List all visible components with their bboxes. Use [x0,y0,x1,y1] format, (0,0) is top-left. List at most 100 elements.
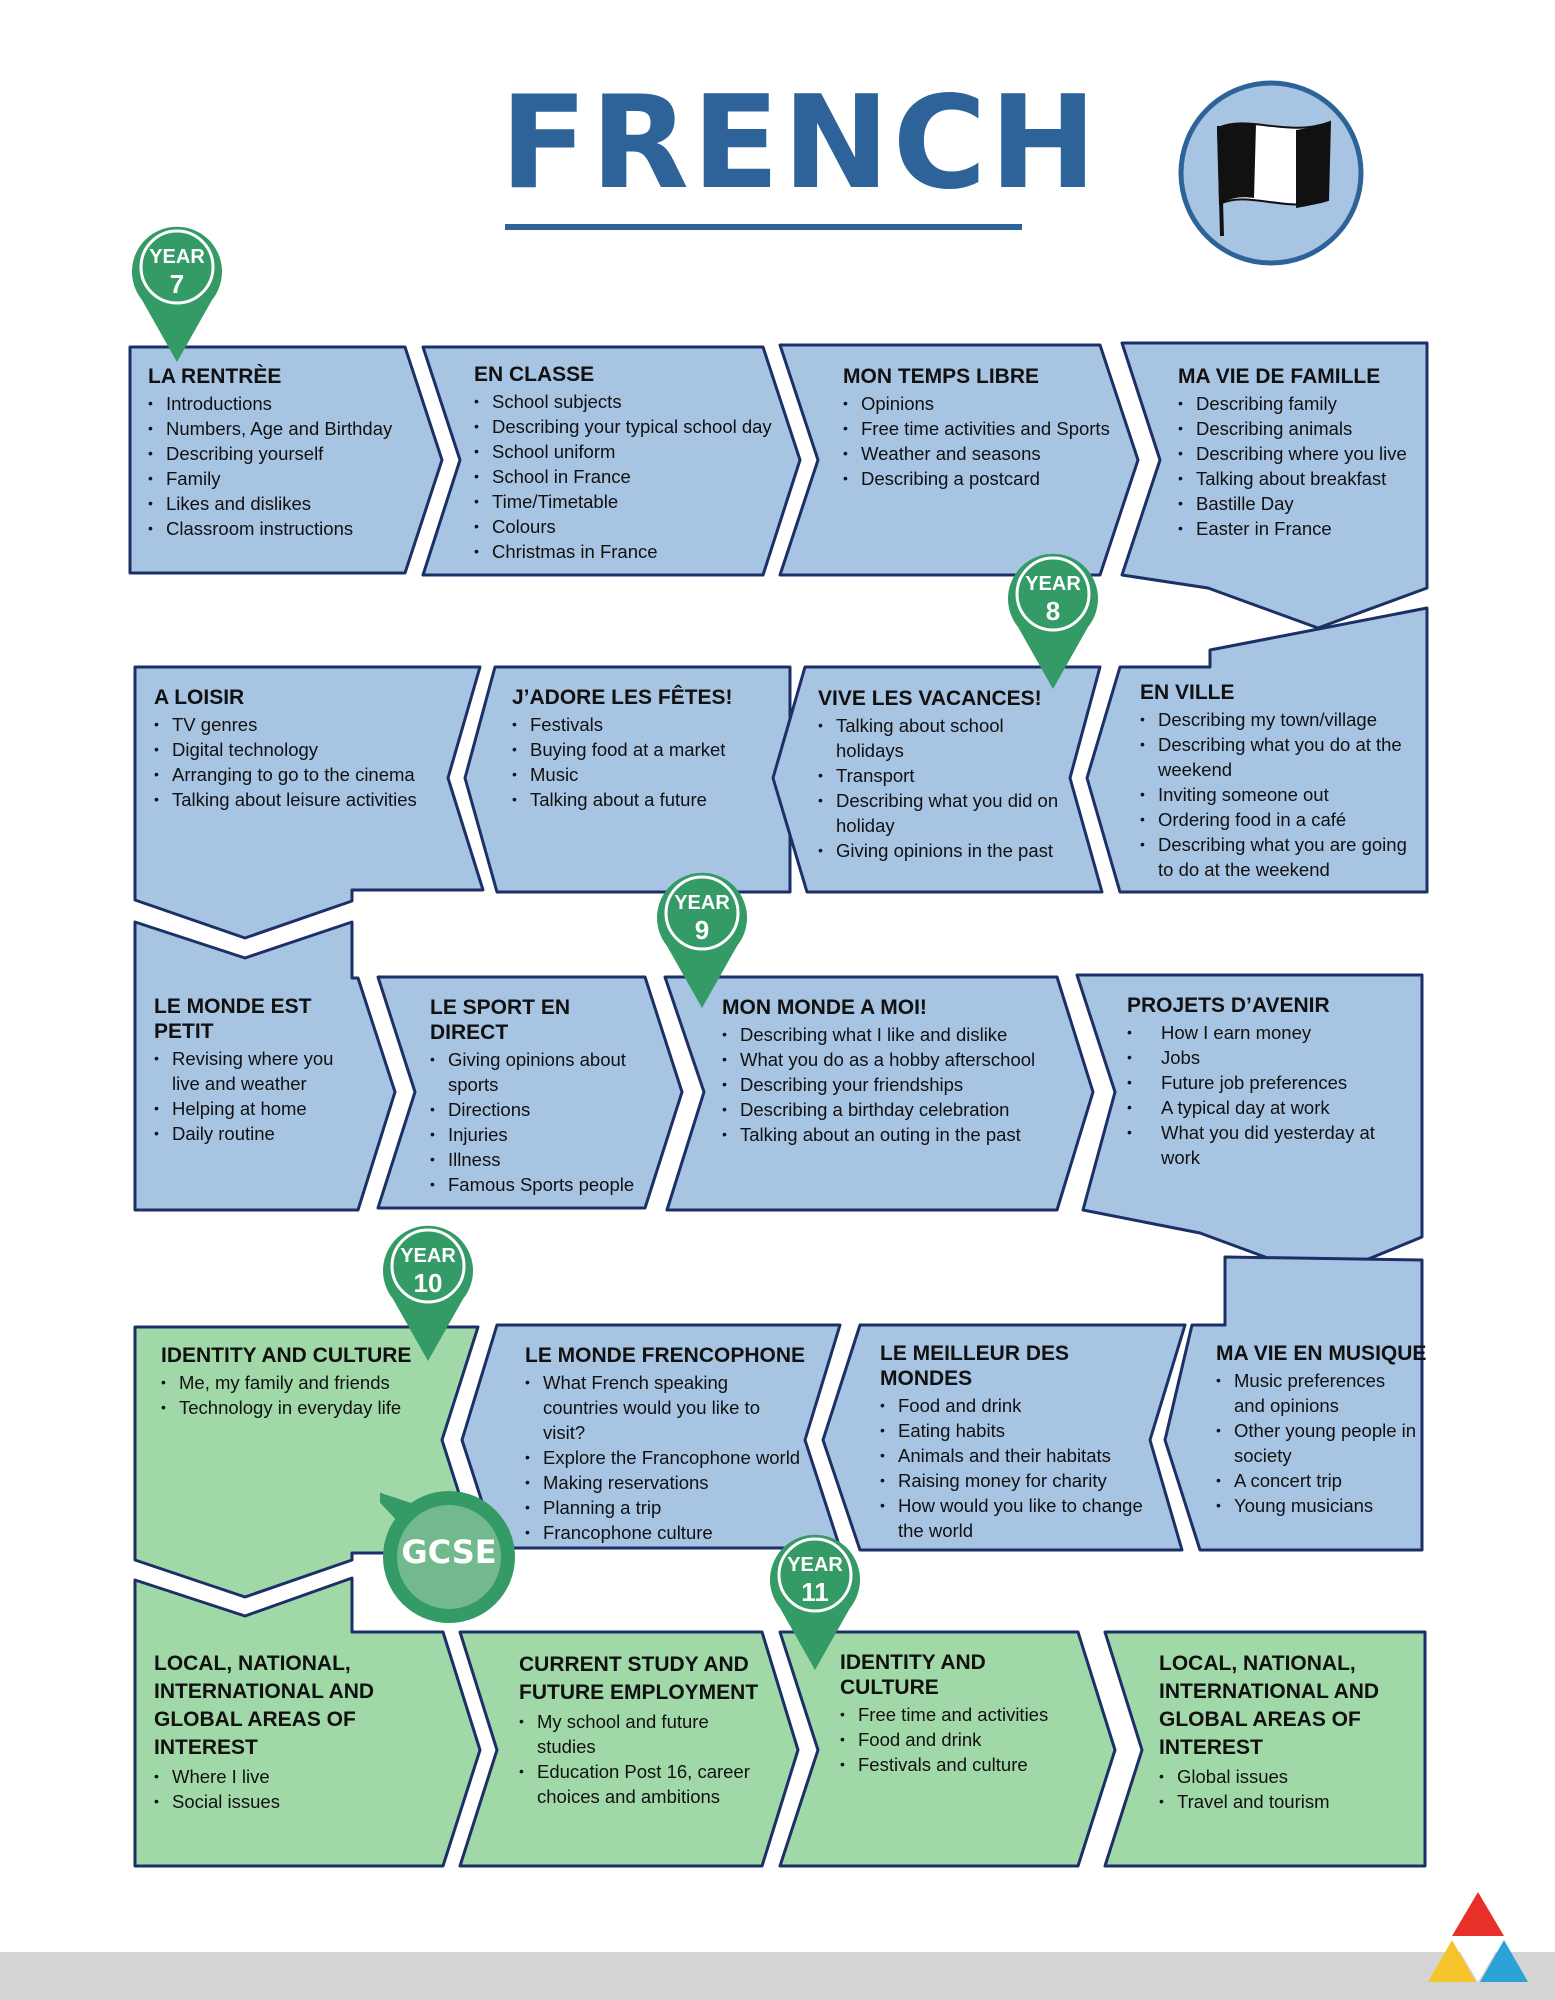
triangle-logo-icon [1428,1892,1528,1982]
topic-item: Describing a birthday celebration [722,1097,1062,1122]
topic-title: IDENTITY AND CULTURE [840,1651,986,1699]
topic-title: LA RENTRÈE [148,365,282,388]
topic-ma-vie-en-musique: MA VIE EN MUSIQUE Music preferences and … [1216,1341,1427,1518]
topic-item: Describing a postcard [843,466,1113,491]
topic-item: Other young people in society [1216,1418,1418,1468]
year-10-pin: YEAR 10 [381,1221,475,1361]
pin-word: YEAR [400,1245,456,1267]
topic-item: Opinions [843,391,1113,416]
map-pin-icon [383,1225,473,1361]
pin-number: 11 [801,1577,829,1607]
topic-item: How I earn money [1127,1020,1417,1045]
map-pin-icon [657,872,747,1008]
topic-item: Explore the Francophone world [525,1445,805,1470]
topic-item: Describing your typical school day [474,414,774,439]
year-8-pin: YEAR 8 [1006,549,1100,689]
topic-item: TV genres [154,712,454,737]
topic-title: MON TEMPS LIBRE [843,365,1040,388]
topic-a-loisir: A LOISIR TV genres Digital technology Ar… [154,685,454,812]
topic-en-classe: EN CLASSE School subjects Describing you… [474,362,774,564]
topic-item: Describing family [1178,391,1418,416]
topic-title: MA VIE EN MUSIQUE [1216,1342,1427,1365]
topic-item: Helping at home [154,1096,364,1121]
topic-item: Describing what you did on holiday [818,788,1076,838]
topic-mon-monde-a-moi: MON MONDE A MOI! Describing what I like … [722,995,1062,1147]
topic-title: LE MONDE EST PETIT [154,995,312,1043]
pin-number: 9 [694,915,710,945]
topic-item: A typical day at work [1127,1095,1417,1120]
topic-item: Free time activities and Sports [843,416,1113,441]
topic-title: A LOISIR [154,686,245,709]
year-7-pin: YEAR 7 [130,222,224,362]
topic-title: VIVE LES VACANCES! [818,687,1042,710]
topic-item: My school and future studies [519,1709,769,1759]
topic-item: Future job preferences [1127,1070,1417,1095]
topic-item: Young musicians [1216,1493,1418,1518]
topic-mon-temps-libre: MON TEMPS LIBRE Opinions Free time activ… [843,364,1113,491]
topic-item: Describing what I like and dislike [722,1022,1062,1047]
topic-item: Transport [818,763,1076,788]
topic-item: Describing what you are going to do at t… [1140,832,1412,882]
topic-current-study: CURRENT STUDY AND FUTURE EMPLOYMENT My s… [519,1651,769,1809]
topic-item: Talking about breakfast [1178,466,1418,491]
topic-item: Food and drink [880,1393,1150,1418]
topic-item: Giving opinions about sports [430,1047,650,1097]
page-title: FRENCH [500,69,1100,218]
topic-item: Describing yourself [148,441,438,466]
topic-item: Technology in everyday life [161,1395,451,1420]
topic-item: What French speaking countries would you… [525,1370,805,1445]
topic-item: Education Post 16, career choices and am… [519,1759,769,1809]
topic-la-rentree: LA RENTRÈE Introductions Numbers, Age an… [148,364,438,541]
topic-item: Easter in France [1178,516,1418,541]
topic-item: What you do as a hobby afterschool [722,1047,1062,1072]
topic-item: School subjects [474,389,774,414]
topic-item: Planning a trip [525,1495,805,1520]
topic-item: Animals and their habitats [880,1443,1150,1468]
topic-item: Talking about a future [512,787,772,812]
topic-title: CURRENT STUDY AND FUTURE EMPLOYMENT [519,1653,759,1704]
topic-en-ville: EN VILLE Describing my town/village Desc… [1140,680,1412,882]
topic-item: Travel and tourism [1159,1789,1399,1814]
topic-item: Daily routine [154,1121,364,1146]
topic-identity-culture-y10: IDENTITY AND CULTURE Me, my family and f… [161,1343,451,1420]
topic-item: Weather and seasons [843,441,1113,466]
topic-item: Music [512,762,772,787]
map-pin-icon [1008,553,1098,689]
map-pin-icon [770,1534,860,1670]
topic-le-monde-frencophone: LE MONDE FRENCOPHONE What French speakin… [525,1343,805,1545]
topic-item: Where I live [154,1764,454,1789]
gcse-badge: GCSE [380,1488,518,1626]
topic-item: School in France [474,464,774,489]
topic-item: Illness [430,1147,650,1172]
topic-item: Talking about leisure activities [154,787,454,812]
topic-local-national-y10: LOCAL, NATIONAL, INTERNATIONAL AND GLOBA… [154,1650,454,1814]
gcse-bubble-icon [380,1491,515,1623]
topic-item: Describing what you do at the weekend [1140,732,1412,782]
topic-item: Describing my town/village [1140,707,1412,732]
topic-item: Describing your friendships [722,1072,1062,1097]
topic-title: IDENTITY AND CULTURE [161,1344,412,1367]
topic-item: Famous Sports people [430,1172,650,1197]
title-underline [505,224,1022,230]
topic-item: Likes and dislikes [148,491,438,516]
topic-item: Bastille Day [1178,491,1418,516]
topic-item: Describing animals [1178,416,1418,441]
topic-item: Me, my family and friends [161,1370,451,1395]
topic-item: Digital technology [154,737,454,762]
topic-item: Jobs [1127,1045,1417,1070]
topic-item: Revising where you live and weather [154,1046,364,1096]
year-9-pin: YEAR 9 [655,868,749,1008]
topic-item: Injuries [430,1122,650,1147]
gcse-label: GCSE [401,1533,497,1571]
topic-title: LOCAL, NATIONAL, INTERNATIONAL AND GLOBA… [1159,1652,1380,1759]
topic-title: EN CLASSE [474,363,595,386]
topic-vive-les-vacances: VIVE LES VACANCES! Talking about school … [818,686,1076,863]
topic-title: LE SPORT EN DIRECT [430,996,571,1044]
topic-item: Introductions [148,391,438,416]
topic-item: Food and drink [840,1727,1080,1752]
topic-item: Arranging to go to the cinema [154,762,454,787]
topic-item: What you did yesterday at work [1127,1120,1417,1170]
topic-item: Colours [474,514,774,539]
topic-jadore-les-fetes: J’ADORE LES FÊTES! Festivals Buying food… [512,685,772,812]
topic-item: A concert trip [1216,1468,1418,1493]
